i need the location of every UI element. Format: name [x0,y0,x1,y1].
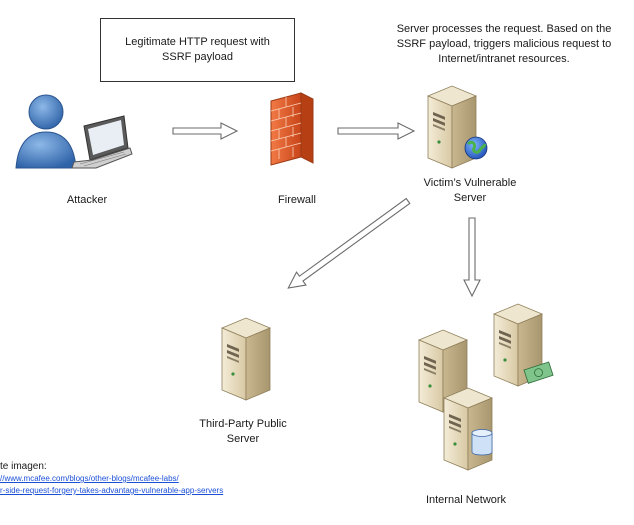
globe-icon [464,136,488,160]
internal-server-right-icon [493,303,554,387]
attacker-label: Attacker [66,194,108,206]
internal-server-bottom-icon [443,387,493,471]
arrow-attacker-to-firewall [172,122,239,140]
source-link-2[interactable]: r-side-request-forgery-takes-advantage-v… [0,486,224,495]
arrow-firewall-to-server [337,122,416,140]
arrow-server-to-third-party [287,197,411,289]
arrow-server-to-internal [463,217,481,298]
request-note-box: Legitimate HTTP request with SSRF payloa… [100,18,295,82]
source-label: te imagen: [0,461,47,472]
third-party-server-icon [221,317,271,401]
internal-network-label: Internal Network [425,494,507,506]
firewall-label: Firewall [278,194,316,206]
server-note-text: Server processes the request. Based on t… [396,23,612,65]
third-party-server-label: Third-Party Public Server [199,418,287,445]
request-note-text: Legitimate HTTP request with SSRF payloa… [125,36,270,63]
victim-server-label: Victim’s Vulnerable Server [423,177,517,204]
image-source: te imagen: //www.mcafee.com/blogs/other-… [0,461,223,497]
brick-wall-icon [270,92,314,166]
attacker-icon [15,94,133,169]
banknote-icon [523,361,554,384]
source-link-1[interactable]: //www.mcafee.com/blogs/other-blogs/mcafe… [0,474,179,483]
database-icon [471,429,493,456]
victim-server-icon [427,85,488,169]
